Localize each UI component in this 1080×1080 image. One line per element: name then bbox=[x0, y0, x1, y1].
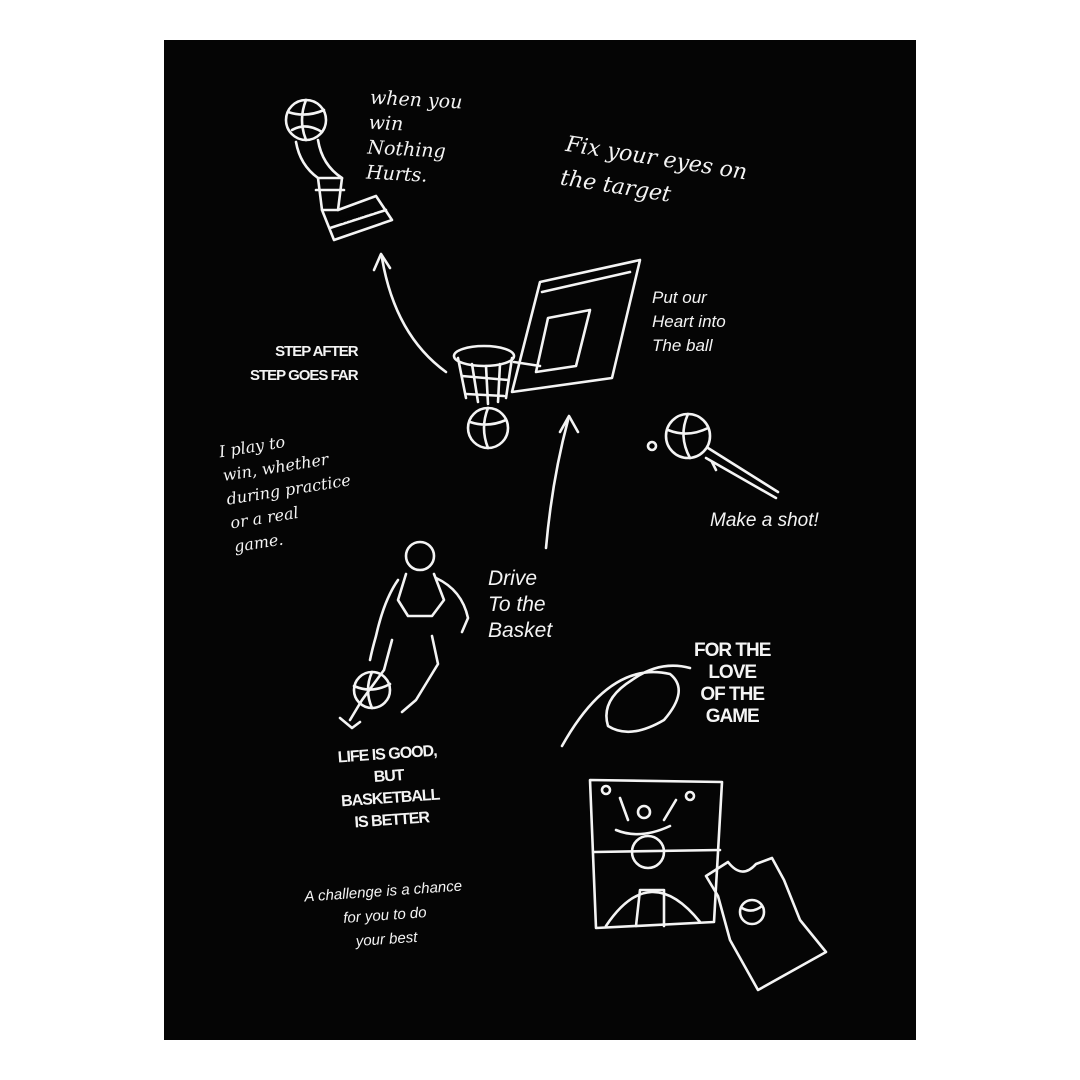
quote-when-you-win: when you win Nothing Hurts. bbox=[365, 86, 463, 187]
quote-a-challenge: A challenge is a chance for you to do yo… bbox=[303, 877, 463, 951]
quote-i-play-to-win: I play to win, whether during practice o… bbox=[217, 432, 352, 557]
quote-drive-to-the-basket: Drive To the Basket bbox=[488, 567, 553, 642]
quote-make-a-shot: Make a shot! bbox=[710, 510, 819, 531]
quote-life-is-good: LIFE IS GOOD, BUT BASKETBALL IS BETTER bbox=[337, 742, 440, 832]
quote-step-after-step: STEP AFTER STEP GOES FAR bbox=[250, 343, 359, 384]
quote-for-the-love: FOR THE LOVE OF THE GAME bbox=[694, 640, 771, 727]
quote-put-our-heart: Put our Heart into The ball bbox=[652, 288, 726, 355]
